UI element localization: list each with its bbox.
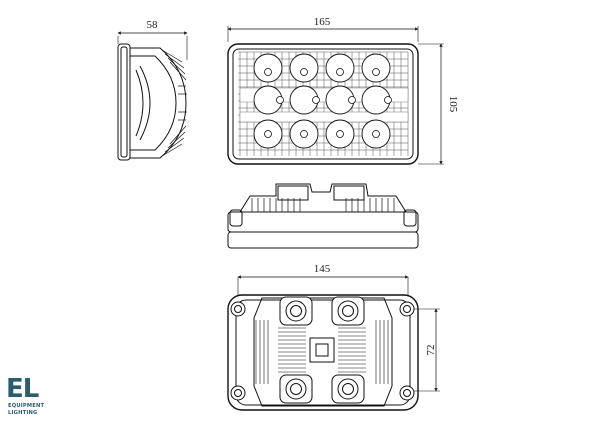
rear-width-label: 145 <box>314 263 331 275</box>
led-chip <box>300 130 308 138</box>
led-reflector <box>289 53 319 83</box>
mounting-hole <box>290 305 302 317</box>
led-chip <box>384 96 392 104</box>
led-chip <box>336 68 344 76</box>
mounting-hole <box>290 383 302 395</box>
logo-line-1: EQUIPMENT <box>8 403 45 409</box>
corner-bolt-hole <box>234 389 242 397</box>
led-chip <box>264 68 272 76</box>
front-width-label: 165 <box>314 16 331 28</box>
logo-line-2: LIGHTING <box>8 410 38 416</box>
corner-bolt-hole <box>234 305 242 313</box>
corner-bolt-hole <box>403 389 411 397</box>
corner-bolt-hole <box>403 305 411 313</box>
bottom-view <box>227 183 419 249</box>
led-reflector <box>325 53 355 83</box>
front-view <box>227 26 444 165</box>
rear-view <box>227 275 440 411</box>
led-chip <box>276 96 284 104</box>
led-chip <box>336 130 344 138</box>
logo-mark: EL <box>6 374 39 404</box>
side-view <box>117 31 188 161</box>
side-depth-label: 58 <box>147 19 159 31</box>
front-height-label: 105 <box>447 96 459 113</box>
led-chip <box>372 130 380 138</box>
led-chip <box>372 68 380 76</box>
led-reflector <box>361 53 391 83</box>
led-chip <box>312 96 320 104</box>
mounting-hole <box>342 305 354 317</box>
led-chip <box>300 68 308 76</box>
rear-height-label: 72 <box>425 345 437 356</box>
led-chip <box>348 96 356 104</box>
mounting-hole <box>342 383 354 395</box>
led-chip <box>264 130 272 138</box>
led-reflector <box>253 53 283 83</box>
company-logo: EL EQUIPMENT LIGHTING <box>6 374 45 416</box>
